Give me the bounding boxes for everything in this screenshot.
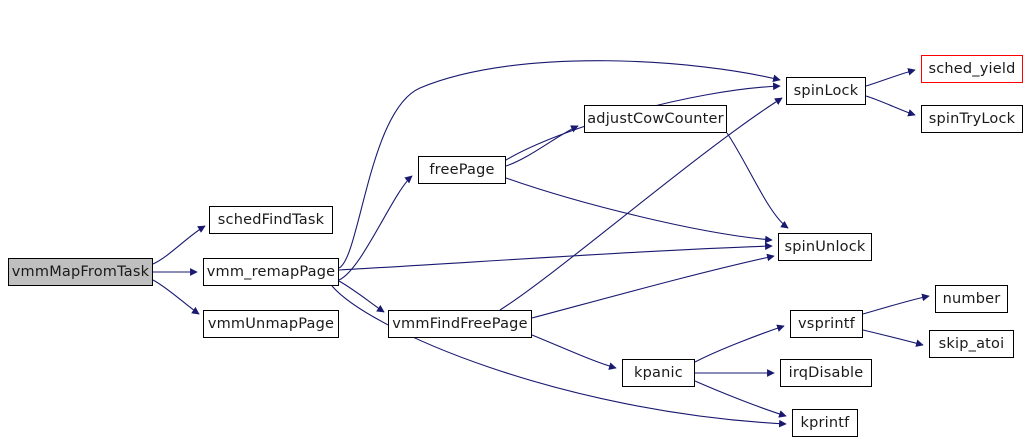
edge-vmm_remapPage-to-spinLock: [338, 60, 781, 269]
node-vsprintf[interactable]: vsprintf: [790, 310, 863, 338]
edge-vmmMapFromTask-to-schedFindTask: [152, 225, 206, 265]
edge-vmmFindFreePage-to-spinLock: [499, 97, 783, 311]
node-vmmFindFreePage[interactable]: vmmFindFreePage: [388, 310, 532, 338]
edge-freePage-to-spinUnlock: [505, 177, 773, 244]
node-vmmUnmapPage[interactable]: vmmUnmapPage: [203, 310, 339, 338]
node-freePage[interactable]: freePage: [418, 156, 506, 184]
node-spinLock[interactable]: spinLock: [786, 77, 866, 105]
edge-vmm_remapPage-to-spinUnlock: [338, 242, 773, 271]
node-vmm_remapPage[interactable]: vmm_remapPage: [203, 258, 339, 286]
edge-vmmFindFreePage-to-kpanic: [531, 334, 617, 370]
node-spinTryLock[interactable]: spinTryLock: [921, 105, 1023, 133]
edge-vmm_remapPage-to-vmmFindFreePage: [338, 280, 385, 313]
edge-spinLock-to-spinTryLock: [865, 95, 916, 117]
edge-vmm_remapPage-to-kprintf: [331, 285, 787, 428]
node-adjustCowCounter[interactable]: adjustCowCounter: [584, 105, 727, 133]
node-skip_atoi[interactable]: skip_atoi: [929, 330, 1014, 358]
edge-kpanic-to-kprintf: [694, 380, 787, 418]
node-spinUnlock[interactable]: spinUnlock: [778, 233, 872, 261]
edge-vmmFindFreePage-to-spinUnlock: [531, 253, 775, 319]
edge-adjustCowCounter-to-spinUnlock: [726, 132, 789, 229]
edge-freePage-to-adjustCowCounter: [505, 125, 579, 167]
node-vmmMapFromTask[interactable]: vmmMapFromTask: [8, 258, 153, 286]
node-irqDisable[interactable]: irqDisable: [780, 359, 872, 387]
edge-vmmMapFromTask-to-vmmUnmapPage: [152, 279, 200, 315]
node-kpanic[interactable]: kpanic: [622, 359, 695, 387]
edge-vmm_remapPage-to-freePage: [338, 175, 413, 281]
node-number[interactable]: number: [935, 285, 1008, 313]
edge-vsprintf-to-skip_atoi: [862, 329, 924, 347]
edge-spinLock-to-sched_yield: [865, 68, 916, 87]
edge-kpanic-to-vsprintf: [694, 324, 785, 363]
node-kprintf[interactable]: kprintf: [792, 409, 858, 437]
node-sched_yield[interactable]: sched_yield: [921, 55, 1023, 83]
node-schedFindTask[interactable]: schedFindTask: [209, 206, 333, 234]
edge-vsprintf-to-number: [862, 293, 930, 315]
